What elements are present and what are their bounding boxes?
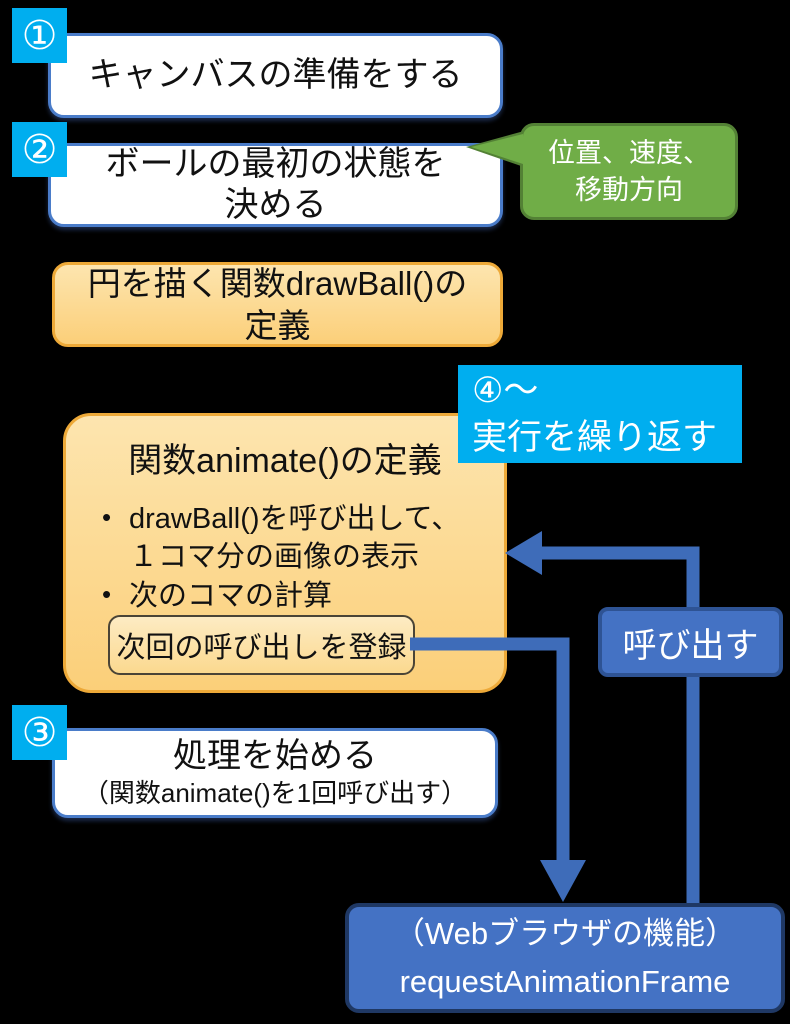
raf-box-line2: requestAnimationFrame: [399, 964, 731, 999]
definition-box-drawball: 円を描く関数drawBall()の 定義: [52, 262, 503, 347]
bullet1-line2: １コマ分の画像の表示: [129, 541, 420, 574]
bullet-item-2: • 次のコマの計算: [84, 577, 494, 615]
bullet-item-1: • drawBall()を呼び出して、 １コマ分の画像の表示: [84, 500, 494, 577]
process-box-start-line1: 処理を始める: [173, 737, 377, 776]
definition-box-drawball-line1: 円を描く関数drawBall()の: [87, 265, 468, 303]
raf-box-line1: （Webブラウザの機能）: [393, 915, 737, 951]
process-box-initial-state-line2: 決める: [224, 186, 327, 224]
step-badge-1: ①: [12, 8, 67, 63]
loop-label-line2: 実行を繰り返す: [472, 418, 718, 457]
animate-box-bullets: • drawBall()を呼び出して、 １コマ分の画像の表示 • 次のコマの計算: [84, 500, 494, 615]
callout-state-properties: 位置、速度、 移動方向: [520, 123, 738, 220]
animate-box-title: 関数animate()の定義: [128, 442, 442, 480]
process-box-start: 処理を始める （関数animate()を1回呼び出す）: [52, 728, 498, 818]
step-badge-3: ③: [12, 705, 67, 760]
process-box-initial-state: ボールの最初の状態を 決める: [48, 143, 503, 227]
definition-box-drawball-line2: 定義: [244, 306, 311, 344]
call-arrow-label-text: 呼び出す: [622, 626, 759, 665]
call-arrow-label: 呼び出す: [598, 607, 783, 677]
process-box-initial-state-line1: ボールの最初の状態を: [105, 144, 446, 183]
register-next-call-box: 次回の呼び出しを登録: [108, 615, 415, 675]
definition-box-animate: 関数animate()の定義 • drawBall()を呼び出して、 １コマ分の…: [63, 413, 507, 693]
arrow-raf-to-animate-head: [505, 531, 542, 575]
raf-box: （Webブラウザの機能） requestAnimationFrame: [345, 903, 785, 1013]
callout-pointer: [471, 134, 523, 164]
bullet-marker: •: [101, 578, 112, 609]
callout-line1: 位置、速度、: [548, 138, 710, 169]
bullet1-line1: drawBall()を呼び出して、: [129, 503, 461, 535]
step-badge-2: ②: [12, 122, 67, 177]
bullet-marker: •: [101, 502, 112, 532]
process-box-start-line2: （関数animate()を1回呼び出す）: [82, 778, 468, 809]
arrow-raf-to-animate-line: [540, 546, 700, 905]
process-box-prepare-canvas: キャンバスの準備をする: [48, 33, 503, 118]
process-box-prepare-canvas-text: キャンバスの準備をする: [88, 55, 463, 94]
loop-label-step4: ④～ 実行を繰り返す: [458, 365, 742, 463]
register-next-call-text: 次回の呼び出しを登録: [116, 632, 407, 664]
callout-line2: 移動方向: [575, 174, 683, 205]
bullet2-text: 次のコマの計算: [129, 579, 333, 612]
arrow-register-to-raf-head: [540, 860, 586, 902]
loop-label-line1: ④～: [472, 370, 539, 410]
